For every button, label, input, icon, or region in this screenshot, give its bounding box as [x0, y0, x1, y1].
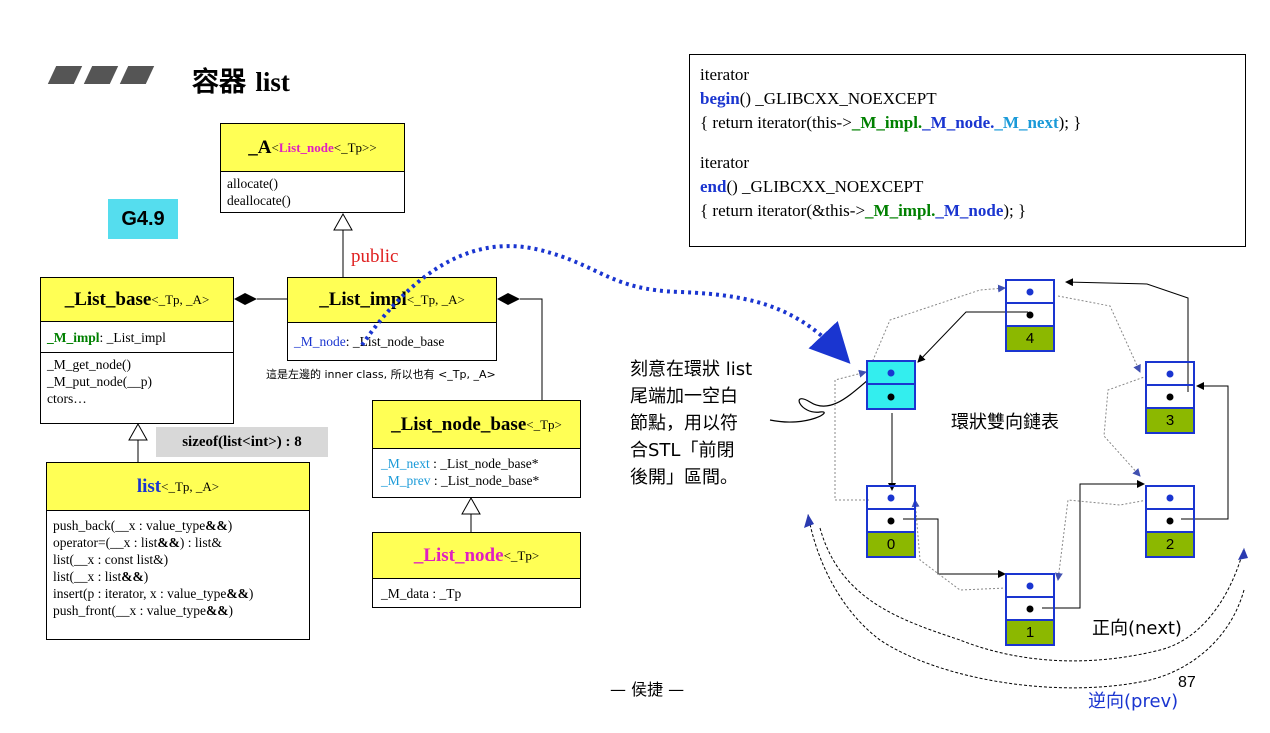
- ring-node-4: 4: [1005, 279, 1055, 352]
- ring-label: 環狀雙向鏈表: [951, 412, 1059, 433]
- pointer-dot: [1026, 582, 1034, 589]
- node-next-cell: [1007, 598, 1053, 621]
- annotation-text: 刻意在環狀 list 尾端加一空白 節點，用以符 合STL「前閉 後開」區間。: [630, 359, 753, 488]
- class-header: _List_impl<_Tp, _A>: [288, 278, 496, 323]
- node-prev-cell: [1007, 575, 1053, 598]
- node-value: 4: [1007, 327, 1053, 350]
- method-row: operator=(__x : list&&) : list&: [53, 535, 222, 550]
- class-methods: _M_get_node() _M_put_node(__p) ctors…: [47, 357, 152, 406]
- ring-node-0: 0: [866, 485, 916, 558]
- node-prev-cell: [868, 487, 914, 510]
- pointer-dot: [1026, 605, 1034, 612]
- method-row: push_front(__x : value_type&&): [53, 603, 233, 618]
- node-prev-cell: [1147, 487, 1193, 510]
- uml-class-list-base: _List_base<_Tp, _A> _M_impl : _List_impl…: [40, 277, 234, 424]
- node-next-cell: [1147, 510, 1193, 533]
- node-prev-cell: [1007, 281, 1053, 304]
- class-fields: _M_next : _List_node_base* _M_prev : _Li…: [381, 456, 540, 488]
- pointer-dot: [1166, 393, 1174, 400]
- pointer-dot: [1166, 370, 1174, 377]
- ring-node-2: 2: [1145, 485, 1195, 558]
- reverse-direction-label: 逆向(prev): [1088, 691, 1179, 712]
- code-snippet: iterator begin() _GLIBCXX_NOEXCEPT { ret…: [689, 54, 1246, 247]
- node-value: 0: [868, 533, 914, 556]
- pointer-dot: [887, 517, 895, 524]
- class-field: _M_node : _List_node_base: [294, 334, 445, 349]
- node-value: 3: [1147, 409, 1193, 432]
- class-field: _M_data : _Tp: [381, 585, 462, 601]
- pointer-dot: [1166, 517, 1174, 524]
- sizeof-label: sizeof(list<int>) : 8: [156, 427, 328, 457]
- class-field: _M_impl : _List_impl: [41, 322, 233, 353]
- class-header: _List_base<_Tp, _A>: [41, 278, 233, 322]
- class-header: _A<List_node<_Tp>>: [221, 124, 404, 172]
- class-header: _List_node<_Tp>: [373, 533, 580, 579]
- node-prev-cell: [868, 362, 914, 385]
- uml-class-list-node: _List_node<_Tp> _M_data : _Tp: [372, 532, 581, 608]
- ring-node-1: 1: [1005, 573, 1055, 646]
- pointer-dot: [887, 369, 895, 376]
- pointer-dot: [1026, 288, 1034, 295]
- node-value: 1: [1007, 621, 1053, 644]
- version-badge: G4.9: [108, 199, 178, 239]
- pointer-dot: [1166, 494, 1174, 501]
- uml-class-list-impl: _List_impl<_Tp, _A> _M_node : _List_node…: [287, 277, 497, 361]
- pointer-dot: [1026, 311, 1034, 318]
- method-row: insert(p : iterator, x : value_type&&): [53, 586, 254, 601]
- uml-class-list: list<_Tp, _A> push_back(__x : value_type…: [46, 462, 310, 640]
- template-params: <List_node<_Tp>>: [271, 139, 377, 155]
- method-row: list(__x : list&&): [53, 569, 149, 584]
- ring-node-end-sentinel: [866, 360, 916, 410]
- pointer-dot: [887, 393, 895, 400]
- uml-class-list-node-base: _List_node_base<_Tp> _M_next : _List_nod…: [372, 400, 581, 498]
- inner-class-note: 這是左邊的 inner class, 所以也有 <_Tp, _A>: [266, 368, 496, 381]
- ring-node-3: 3: [1145, 361, 1195, 434]
- pointer-dot: [887, 494, 895, 501]
- class-methods: push_back(__x : value_type&&) operator=(…: [47, 511, 309, 622]
- node-value: 2: [1147, 533, 1193, 556]
- uml-class-alloc: _A<List_node<_Tp>> allocate() deallocate…: [220, 123, 405, 213]
- method-row: push_back(__x : value_type&&): [53, 518, 233, 533]
- method-row: list(__x : const list&): [53, 552, 169, 567]
- node-next-cell: [1147, 386, 1193, 409]
- node-prev-cell: [1147, 363, 1193, 386]
- class-header: _List_node_base<_Tp>: [373, 401, 580, 449]
- uml-connectors: [128, 212, 543, 532]
- node-next-cell: [1007, 304, 1053, 327]
- public-label: public: [351, 246, 399, 267]
- class-methods: allocate() deallocate(): [227, 176, 291, 208]
- node-next-cell: [868, 510, 914, 533]
- node-next-cell: [868, 385, 914, 408]
- forward-direction-label: 正向(next): [1092, 618, 1182, 639]
- author-footer: — 侯捷 —: [610, 680, 685, 699]
- slide-title: 容器 list: [192, 67, 290, 98]
- class-header: list<_Tp, _A>: [47, 463, 309, 511]
- page-number: 87: [1178, 674, 1196, 691]
